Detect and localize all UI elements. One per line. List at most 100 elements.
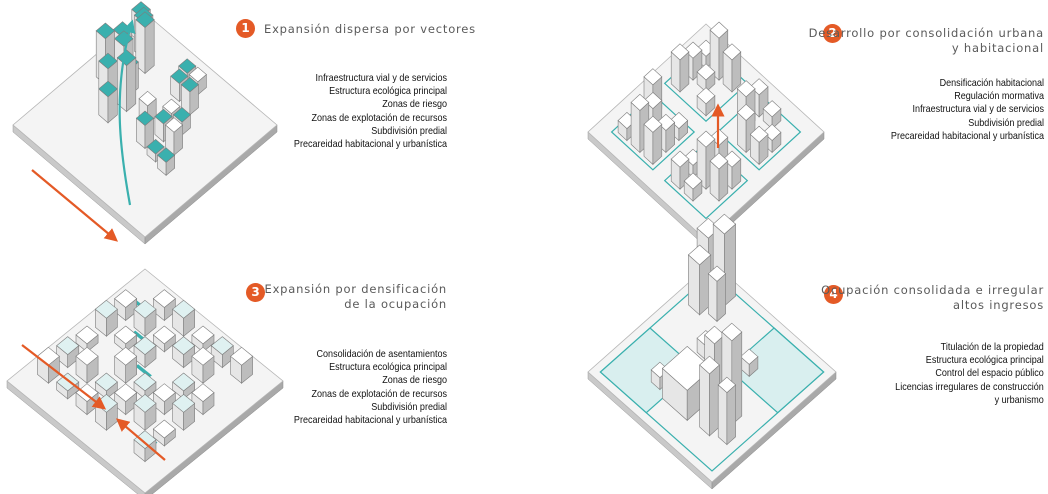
building-roof xyxy=(762,100,782,118)
panel-4-title-line: Ocupación consolidada e irregular xyxy=(821,283,1044,297)
building-roof xyxy=(75,325,99,345)
building-roof xyxy=(736,80,756,98)
building xyxy=(722,150,742,190)
building-roof xyxy=(230,346,254,366)
building xyxy=(670,43,690,93)
building-roof xyxy=(114,325,138,345)
panel-1-title-line: Expansión dispersa por vectores xyxy=(264,22,476,36)
building-roof xyxy=(188,66,207,83)
building-roof xyxy=(165,117,184,133)
building-roof xyxy=(721,322,743,342)
building-roof xyxy=(656,113,676,131)
building xyxy=(133,430,157,463)
building-roof xyxy=(114,289,138,308)
building-roof xyxy=(138,90,157,107)
panel-4-number-badge: 4 xyxy=(824,285,843,304)
building-roof xyxy=(95,22,116,40)
panel-3-title-line: de la ocupación xyxy=(344,297,447,311)
building xyxy=(191,325,215,353)
building-roof xyxy=(699,355,720,375)
building-roof xyxy=(56,336,80,355)
building-face xyxy=(630,101,641,154)
building xyxy=(172,299,196,337)
building-roof xyxy=(162,98,181,114)
densification-arrow xyxy=(115,418,166,461)
building xyxy=(683,172,703,202)
list-item: Consolidación de asentamientos xyxy=(316,348,447,360)
urban-block xyxy=(716,93,802,171)
list-item: Precareidad habitacional y urbanística xyxy=(293,414,447,427)
building-roof xyxy=(191,383,215,402)
list-item: Licencias irregulares de construcción xyxy=(895,380,1044,393)
building-roof xyxy=(712,213,737,235)
building xyxy=(722,43,742,93)
building xyxy=(617,111,637,142)
building xyxy=(133,299,157,337)
building xyxy=(191,383,215,416)
panel-1-title: Expansión dispersa por vectores xyxy=(264,22,476,37)
panel-2-factor-list: Densificación habitacional Regulación mo… xyxy=(891,77,1044,143)
building-roof xyxy=(740,348,759,365)
building-roof xyxy=(152,419,176,439)
list-item: Precareidad habitacional y urbanística xyxy=(293,138,447,151)
building-roof xyxy=(135,11,155,28)
building xyxy=(157,147,176,177)
building xyxy=(114,289,138,322)
building-roof xyxy=(133,394,157,413)
building xyxy=(75,325,99,353)
building xyxy=(749,125,769,166)
building-face xyxy=(144,18,155,75)
building-roof xyxy=(191,325,215,345)
building xyxy=(133,372,157,400)
building xyxy=(172,372,196,400)
panel-3-factor-list: Consolidación de asentamientos Estructur… xyxy=(294,348,447,427)
list-item: Estructura ecológica principal xyxy=(329,361,447,374)
building-roof xyxy=(152,383,176,402)
list-item: Control del espacio público xyxy=(935,367,1044,380)
building-roof xyxy=(133,336,157,355)
building xyxy=(114,383,138,416)
building-roof xyxy=(670,43,690,61)
list-item: Zonas de riesgo xyxy=(382,374,447,387)
list-item: Zonas de explotación de recursos xyxy=(311,387,447,400)
building-roof xyxy=(709,21,729,39)
building-roof xyxy=(98,80,118,98)
panel-1-number-badge: 1 xyxy=(236,19,255,38)
building-face xyxy=(126,57,137,113)
list-item: Infraestructura vial y de servicios xyxy=(912,103,1044,116)
building-roof xyxy=(210,336,234,355)
building-face xyxy=(726,384,736,446)
building-roof xyxy=(722,43,742,61)
building-roof xyxy=(749,125,769,143)
building-roof xyxy=(643,91,663,110)
panel-3-title: Expansión por densificación de la ocupac… xyxy=(265,282,448,312)
building-roof xyxy=(172,394,196,413)
building xyxy=(94,299,118,337)
building-roof xyxy=(683,172,703,190)
building-roof xyxy=(643,68,663,86)
building-roof xyxy=(172,336,196,355)
building xyxy=(152,419,176,447)
building-roof xyxy=(133,299,157,319)
building xyxy=(687,244,712,316)
building-roof xyxy=(191,346,215,366)
building-roof xyxy=(696,130,716,148)
list-item: Titulación de la propiedad xyxy=(940,341,1044,353)
building-roof xyxy=(180,77,199,93)
building xyxy=(717,376,737,446)
building-roof xyxy=(704,325,725,345)
building xyxy=(180,77,199,116)
list-item: Zonas de explotación de recursos xyxy=(311,111,447,124)
panel-2-number-badge: 2 xyxy=(823,24,842,43)
panel-1-factor-list: Infraestructura vial y de servicios Estr… xyxy=(294,72,447,151)
building xyxy=(191,346,215,384)
panel-3-title-line: Expansión por densificación xyxy=(264,282,447,296)
list-item: Regulación mormativa xyxy=(954,90,1044,103)
building-roof xyxy=(152,325,176,345)
building xyxy=(98,80,118,124)
panel-3-number-badge: 3 xyxy=(246,283,265,302)
building-face xyxy=(724,223,736,307)
building-roof xyxy=(669,111,689,130)
panel-2-title-line: y habitacional xyxy=(951,41,1044,55)
